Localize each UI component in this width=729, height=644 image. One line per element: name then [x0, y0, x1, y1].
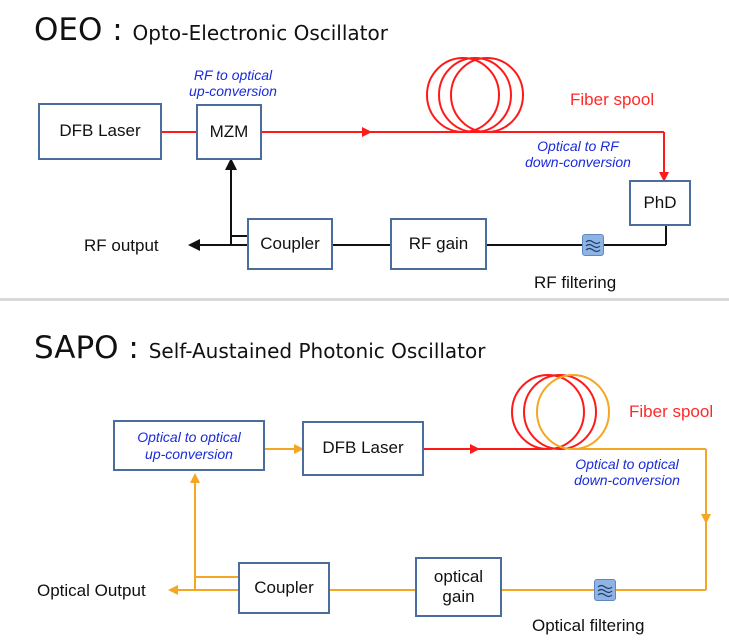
section-divider	[0, 298, 729, 301]
oeo-rf-filter-icon	[582, 234, 604, 256]
oeo-rf-gain-label: RF gain	[408, 233, 469, 253]
sapo-optical-filter-icon	[594, 579, 616, 601]
oeo-optical-to-rf-note: Optical to RF down-conversion	[508, 138, 648, 170]
oeo-title: OEO : Opto-Electronic Oscillator	[34, 12, 388, 48]
sapo-up-conversion-line2: up-conversion	[145, 445, 233, 462]
sapo-fiber-spool-label: Fiber spool	[629, 402, 714, 421]
sapo-coupler-box: Coupler	[238, 562, 330, 614]
sapo-dfb-laser-box: DFB Laser	[302, 421, 424, 476]
sapo-dfb-laser-label: DFB Laser	[322, 438, 404, 458]
oeo-coupler-box: Coupler	[247, 218, 333, 270]
sapo-title: SAPO : Self-Austained Photonic Oscillato…	[34, 330, 486, 366]
oeo-fiber-spool-label: Fiber spool	[570, 90, 655, 109]
oeo-optical-path	[162, 127, 669, 182]
oeo-optical-to-rf-line1: Optical to RF	[537, 138, 619, 154]
oeo-phd-box: PhD	[629, 180, 691, 226]
sapo-optical-output-label: Optical Output	[37, 581, 146, 600]
oeo-rf-output-label: RF output	[84, 236, 159, 255]
oeo-coupler-label: Coupler	[260, 233, 320, 253]
oeo-rf-to-optical-line2: up-conversion	[189, 83, 277, 100]
sapo-optical-gain-line1: optical	[433, 566, 484, 586]
oeo-title-sub: Opto-Electronic Oscillator	[132, 21, 388, 45]
sapo-orange-path	[168, 444, 711, 595]
oeo-title-main: OEO :	[34, 12, 123, 48]
sapo-optical-up-conversion-box: Optical to optical up-conversion	[113, 420, 265, 471]
oeo-rf-to-optical-note: RF to optical up-conversion	[178, 67, 288, 99]
oeo-rf-path	[188, 158, 667, 251]
sapo-up-conversion-line1: Optical to optical	[137, 429, 241, 446]
sapo-coupler-label: Coupler	[254, 577, 314, 597]
sapo-fiber-spool-icon	[511, 374, 610, 450]
sapo-title-main: SAPO :	[34, 330, 139, 366]
oeo-mzm-box: MZM	[196, 104, 262, 160]
oeo-mzm-label: MZM	[209, 121, 249, 141]
sapo-optical-gain-line2: gain	[442, 587, 475, 606]
sapo-optical-filtering-label: Optical filtering	[532, 616, 645, 635]
sapo-down-conversion-line2: down-conversion	[574, 472, 680, 489]
oeo-phd-label: PhD	[643, 192, 677, 212]
oeo-rf-filtering-label: RF filtering	[534, 273, 617, 292]
oeo-fiber-spool-icon	[426, 57, 524, 133]
sapo-down-conversion-line1: Optical to optical	[575, 456, 679, 472]
sapo-title-sub: Self-Austained Photonic Oscillator	[148, 339, 486, 363]
sapo-down-conversion-note: Optical to optical down-conversion	[552, 456, 702, 488]
oeo-rf-to-optical-line1: RF to optical	[193, 67, 273, 83]
oeo-optical-to-rf-line2: down-conversion	[525, 154, 631, 171]
oeo-rf-gain-box: RF gain	[390, 218, 487, 270]
sapo-optical-gain-box: optical gain	[415, 557, 502, 617]
oeo-dfb-laser-label: DFB Laser	[59, 121, 141, 141]
oeo-dfb-laser-box: DFB Laser	[38, 103, 162, 160]
